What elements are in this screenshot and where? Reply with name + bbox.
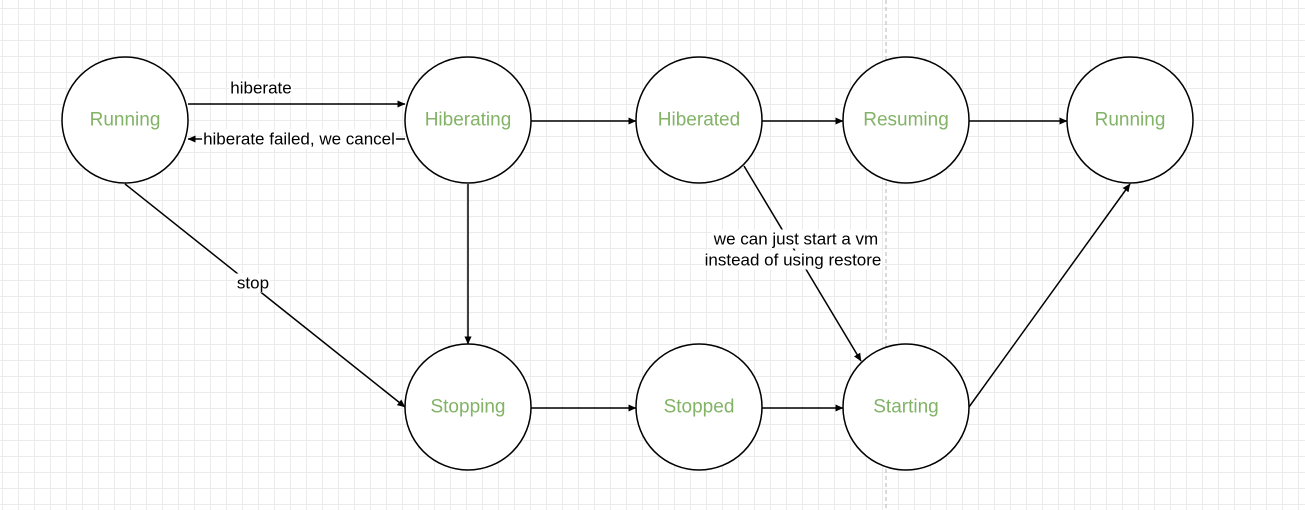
- state-label: Hiberated: [658, 110, 740, 131]
- transition-starting-to-running: [968, 183, 1131, 408]
- state-circle[interactable]: [61, 56, 189, 184]
- state-circle[interactable]: [842, 56, 970, 184]
- state-node-stopping[interactable]: Stopping: [404, 343, 532, 471]
- state-label: Running: [1095, 110, 1166, 131]
- state-circle[interactable]: [404, 343, 532, 471]
- transition-label-background: [202, 129, 396, 149]
- state-node-resuming[interactable]: Resuming: [842, 56, 970, 184]
- state-circle[interactable]: [1066, 56, 1194, 184]
- state-label: Stopped: [664, 397, 735, 418]
- state-node-hiberated[interactable]: Hiberated: [635, 56, 763, 184]
- transition-label: hiberate: [230, 79, 291, 98]
- state-circle[interactable]: [404, 56, 532, 184]
- transition-running-to-hiberating: hiberate: [188, 78, 406, 108]
- state-label: Stopping: [430, 397, 505, 418]
- transition-label-background: [711, 229, 880, 249]
- state-node-stopped[interactable]: Stopped: [635, 343, 763, 471]
- transition-label-background: [703, 250, 883, 270]
- state-circle[interactable]: [635, 56, 763, 184]
- arrow-starting-to-running: [968, 183, 1131, 408]
- state-circle[interactable]: [635, 343, 763, 471]
- state-label: Running: [90, 110, 161, 131]
- transition-label: we can just start a vm: [713, 230, 878, 249]
- state-node-hiberating[interactable]: Hiberating: [404, 56, 532, 184]
- arrow-running-to-stopping: [124, 183, 406, 408]
- transition-label: hiberate failed, we cancel: [203, 130, 395, 149]
- state-label: Hiberating: [425, 110, 512, 131]
- state-label: Resuming: [863, 110, 949, 131]
- transition-label-background: [229, 78, 293, 98]
- states: Running Hiberating Hiberated Resuming Runnin…: [61, 56, 1194, 471]
- transition-label-background: [235, 273, 271, 293]
- transitions: hiberate hiberate failed, we cancel stop we…: [124, 78, 1131, 412]
- transition-hiberated-to-starting: we can just start a vm instead of using r…: [703, 165, 883, 362]
- state-label: Starting: [873, 397, 938, 418]
- state-node-running_2[interactable]: Running: [1066, 56, 1194, 184]
- transition-running-to-stopping: stop: [124, 183, 406, 408]
- transition-hiberating-to-running: hiberate failed, we cancel: [187, 129, 405, 149]
- transition-label: stop: [237, 274, 269, 293]
- state-node-running_1[interactable]: Running: [61, 56, 189, 184]
- state-circle[interactable]: [842, 343, 970, 471]
- state-node-starting[interactable]: Starting: [842, 343, 970, 471]
- transition-label: instead of using restore: [705, 251, 882, 270]
